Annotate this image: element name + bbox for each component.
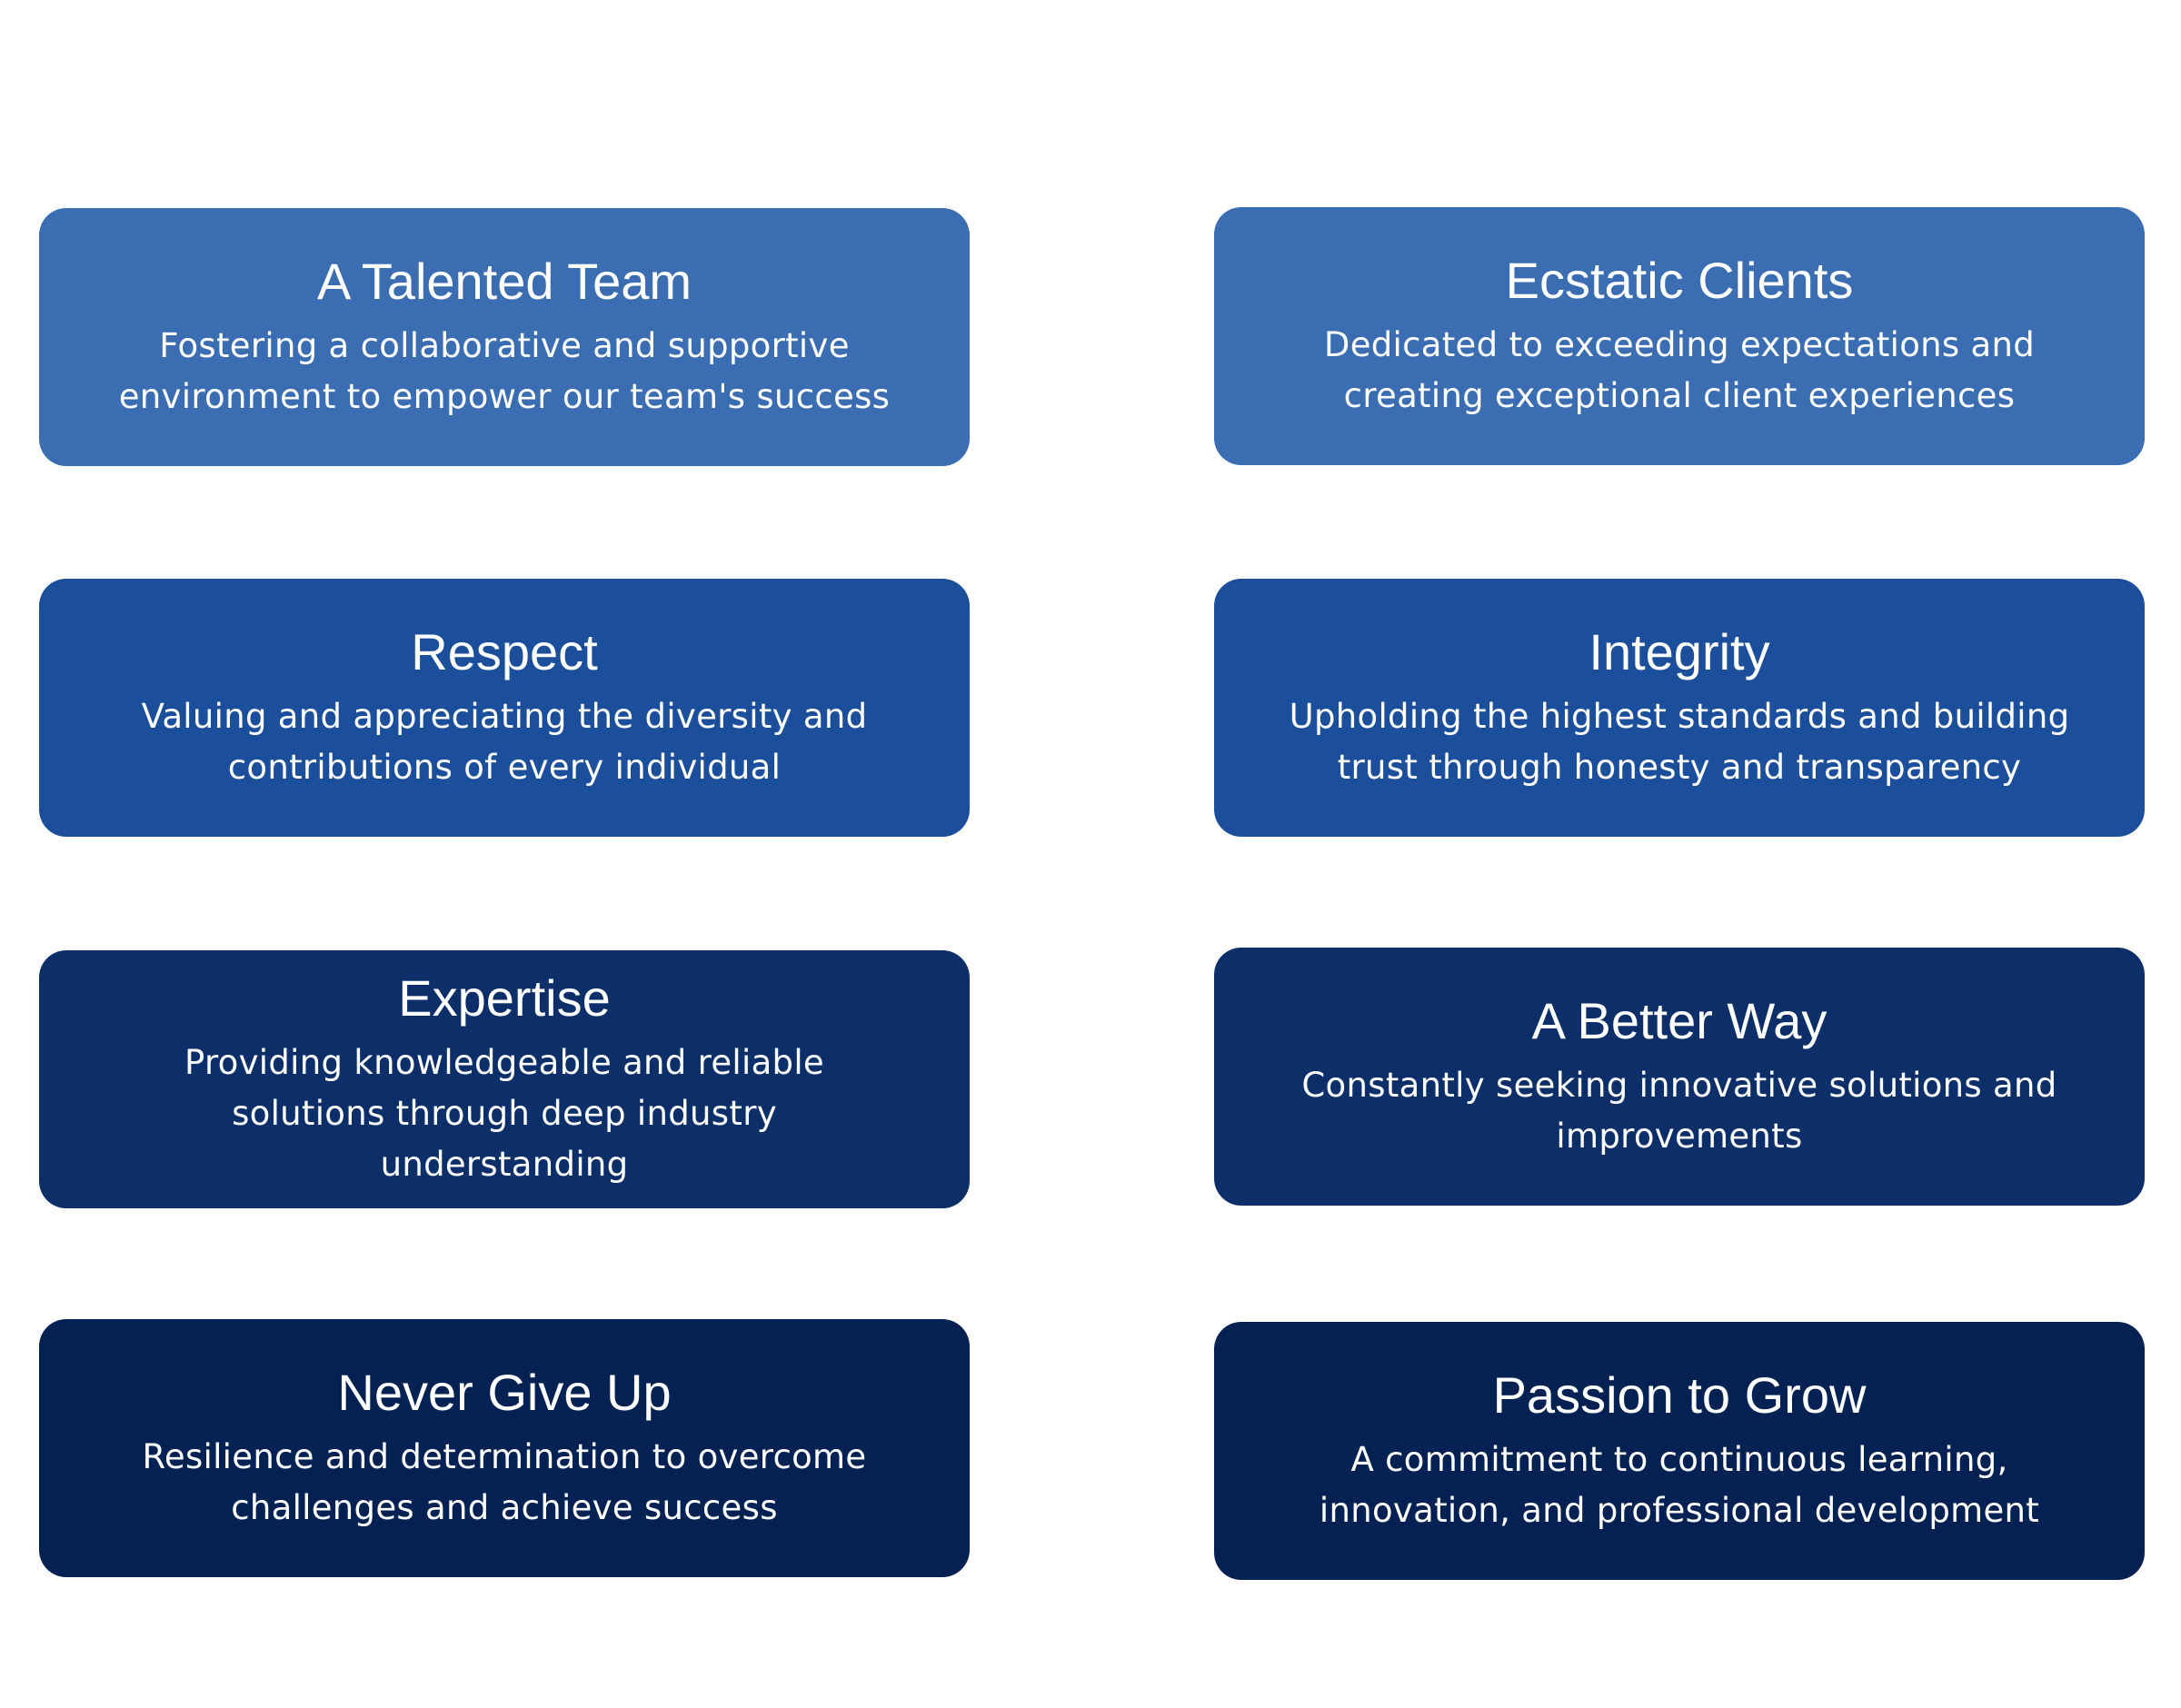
value-card-integrity: Integrity Upholding the highest standard…: [1214, 579, 2145, 837]
card-title: A Better Way: [1531, 992, 1827, 1049]
value-card-talented-team: A Talented Team Fostering a collaborativ…: [39, 208, 970, 466]
card-description: Upholding the highest standards and buil…: [1289, 697, 2070, 787]
value-card-ecstatic-clients: Ecstatic Clients Dedicated to exceeding …: [1214, 207, 2145, 465]
card-title: Integrity: [1588, 623, 1770, 680]
value-card-never-give-up: Never Give Up Resilience and determinati…: [39, 1319, 970, 1577]
value-card-better-way: A Better Way Constantly seeking innovati…: [1214, 948, 2145, 1206]
card-description: Resilience and determination to overcome…: [142, 1437, 867, 1527]
card-description: A commitment to continuous learning, inn…: [1319, 1440, 2040, 1530]
card-title: Expertise: [398, 969, 611, 1027]
value-card-respect: Respect Valuing and appreciating the div…: [39, 579, 970, 837]
card-title: Never Give Up: [337, 1364, 672, 1421]
card-description: Fostering a collaborative and supportive…: [118, 326, 891, 416]
card-description: Dedicated to exceeding expectations and …: [1323, 325, 2036, 415]
card-title: Respect: [411, 623, 598, 680]
card-description: Valuing and appreciating the diversity a…: [141, 697, 868, 787]
card-title: Passion to Grow: [1492, 1366, 1867, 1424]
value-card-expertise: Expertise Providing knowledgeable and re…: [39, 950, 970, 1208]
card-title: A Talented Team: [316, 253, 692, 310]
value-card-passion-to-grow: Passion to Grow A commitment to continuo…: [1214, 1322, 2145, 1580]
card-description: Providing knowledgeable and reliable sol…: [184, 1043, 824, 1184]
card-title: Ecstatic Clients: [1505, 252, 1854, 309]
card-description: Constantly seeking innovative solutions …: [1301, 1066, 2057, 1156]
